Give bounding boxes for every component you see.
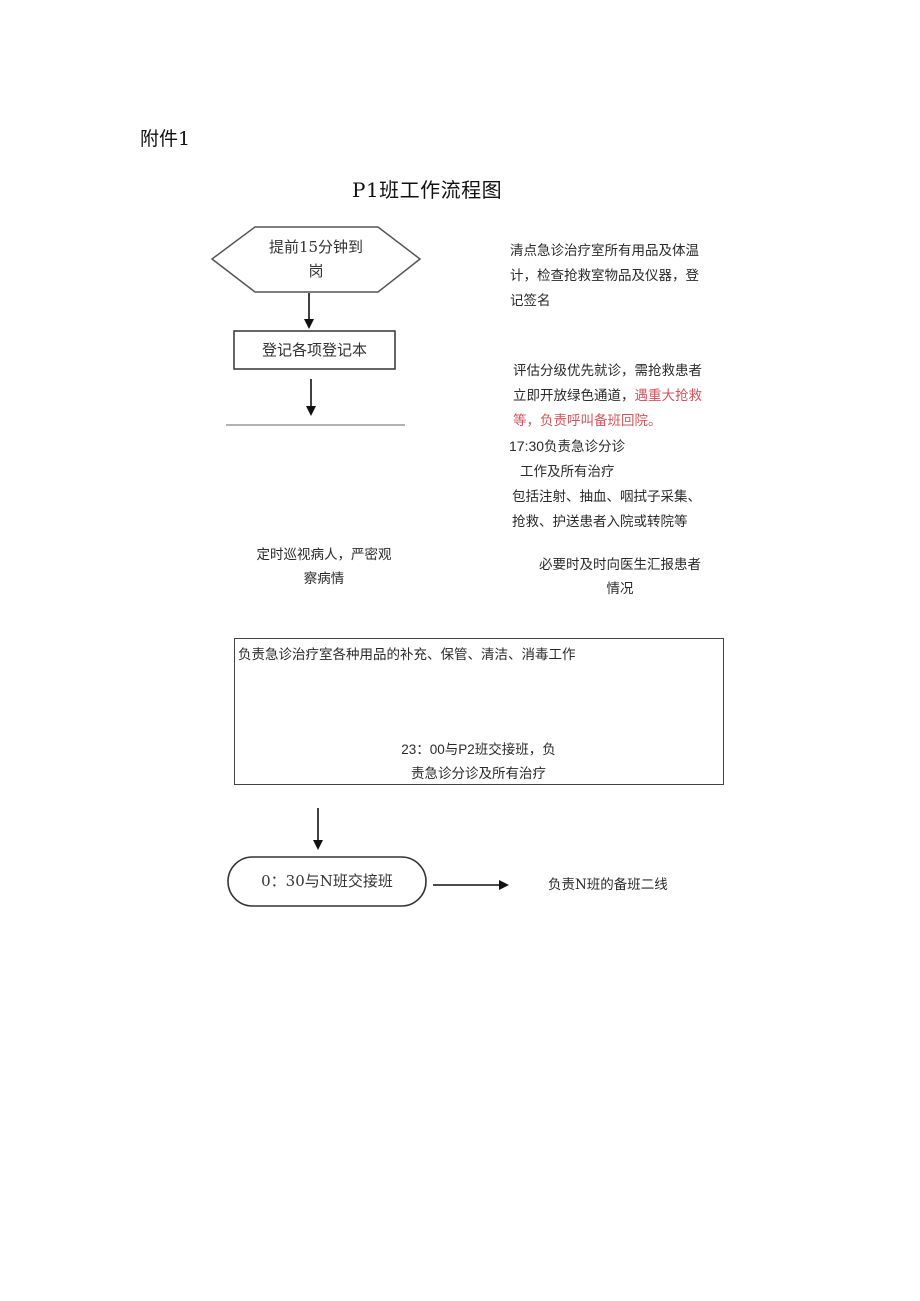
start-node-line1: 提前15分钟到 [268, 238, 364, 256]
supplies-box-border [234, 638, 724, 785]
triage-line1: 评估分级优先就诊，需抢救患者 [513, 363, 702, 379]
triage-line2-highlight: 遇重大抢救 [634, 388, 703, 404]
handover-pill [227, 856, 427, 907]
attachment-label: 附件1 [140, 128, 191, 150]
supplies-handover-line2: 责急诊分诊及所有治疗 [411, 766, 546, 782]
duty-line1: 17:30负责急诊分诊 [509, 434, 749, 460]
checklist-line2: 计，检查抢救室物品及仪器，登 [510, 268, 699, 284]
supplies-handover-text: 23：00与P2班交接班，负 责急诊分诊及所有治疗 [234, 738, 723, 786]
start-hexagon [210, 226, 422, 293]
start-node-text: 提前15分钟到 岗 [250, 235, 382, 283]
checklist-line1: 清点急诊治疗室所有用品及体温 [510, 243, 699, 259]
page-title: P1班工作流程图 [352, 178, 503, 202]
duty-note: 17:30负责急诊分诊 工作及所有治疗 包括注射、抽血、咽拭子采集、 抢救、护送… [509, 434, 749, 535]
supplies-handover-line1: 23：00与P2班交接班，负 [234, 738, 723, 762]
register-node-text: 登记各项登记本 [261, 341, 367, 359]
duty-line4: 抢救、护送患者入院或转院等 [512, 514, 688, 530]
checklist-line3: 记签名 [510, 293, 551, 309]
duty-line1-text: 负责急诊分诊 [544, 439, 626, 455]
supplies-top-line: 负责急诊治疗室各种用品的补充、保管、清洁、消毒工作 [238, 647, 576, 663]
patrol-line2: 察病情 [303, 571, 345, 587]
register-rect [233, 330, 396, 370]
duty-line3: 包括注射、抽血、咽拭子采集、 [512, 489, 701, 505]
checklist-note: 清点急诊治疗室所有用品及体温 计，检查抢救室物品及仪器，登 记签名 [510, 239, 740, 314]
handover-node-text: 0：30与N班交接班 [261, 872, 393, 890]
patrol-line1: 定时巡视病人，严密观 [256, 547, 392, 563]
triage-line2-text: 立即开放绿色通道， [513, 388, 635, 404]
report-note: 必要时及时向医生汇报患者 情况 [520, 553, 720, 601]
triage-line2: 立即开放绿色通道，遇重大抢救 [513, 384, 743, 409]
patrol-note: 定时巡视病人，严密观 察病情 [244, 543, 404, 591]
report-line1: 必要时及时向医生汇报患者 [539, 557, 701, 573]
duty-line2: 工作及所有治疗 [520, 464, 615, 480]
report-line2: 情况 [606, 581, 634, 597]
handover-result: 负责N班的备班二线 [548, 877, 668, 893]
triage-line3-highlight: 等，负责呼叫备班回院。 [513, 413, 662, 429]
supplies-handover-line1-text: 23：00与P2班交接班，负 [401, 742, 556, 757]
start-node-line2: 岗 [308, 262, 324, 280]
triage-note: 评估分级优先就诊，需抢救患者 立即开放绿色通道，遇重大抢救 等，负责呼叫备班回院… [513, 359, 743, 434]
duty-time: 17:30 [509, 438, 545, 454]
